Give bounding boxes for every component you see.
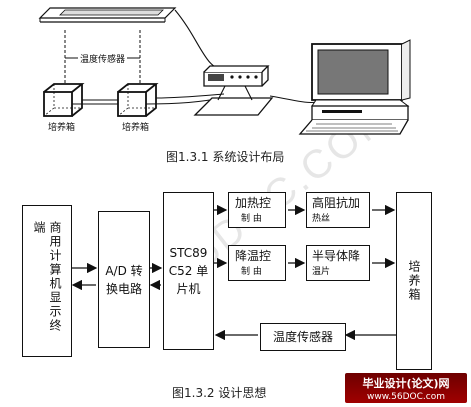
figure1-caption: 图1.3.1 系统设计布局 [166,150,285,164]
pc-terminal-text: 商用计算机显示终端 [32,221,62,333]
incubator-cube-2 [117,83,159,117]
temperature-sensor-block: 温度传感器 [260,323,346,351]
heating-control-block: 加热控 制 由 [228,192,286,228]
sensor-label: 温度传感器 [78,52,128,65]
incubator-cube-1 [43,83,85,117]
site-badge-title: 毕业设计(论文)网 [362,377,450,390]
high-resistance-line2: 热丝 [312,214,331,224]
site-badge[interactable]: 毕业设计(论文)网 www.56DOC.com [345,373,467,403]
pc-terminal-block: 商用计算机显示终端 [22,205,72,357]
heating-wire-bar [38,7,177,23]
temperature-sensor-text: 温度传感器 [272,330,333,344]
controller-unit [193,65,274,116]
mcu-block: STC89C52 单片机 [163,192,214,350]
cooling-control-block: 降温控 制 由 [228,245,286,281]
incubator-text: 培养箱 [407,260,421,302]
incubator-label-2: 培养箱 [122,123,150,133]
high-resistance-heater-block: 高阻抗加 热丝 [306,192,370,228]
figure2-caption: 图1.3.2 设计思想 [172,386,267,400]
cooling-control-line1: 降温控 [235,249,272,263]
computer [298,39,411,135]
block-diagram-lines [71,204,396,341]
semiconductor-line1: 半导体降 [312,249,361,263]
site-badge-url: www.56DOC.com [367,392,445,402]
semiconductor-cooler-block: 半导体降 温片 [306,245,370,281]
incubator-block: 培养箱 [396,192,432,370]
ad-converter-block: A/D 转换电路 [98,211,150,348]
mcu-text: STC89C52 单片机 [168,246,209,296]
heating-control-line2: 制 由 [241,214,262,224]
high-resistance-line1: 高阻抗加 [312,196,361,210]
semiconductor-line2: 温片 [312,267,331,277]
cooling-control-line2: 制 由 [241,267,262,277]
ad-converter-text: A/D 转换电路 [105,263,143,296]
incubator-label-1: 培养箱 [48,123,76,133]
heating-control-line1: 加热控 [235,196,272,210]
